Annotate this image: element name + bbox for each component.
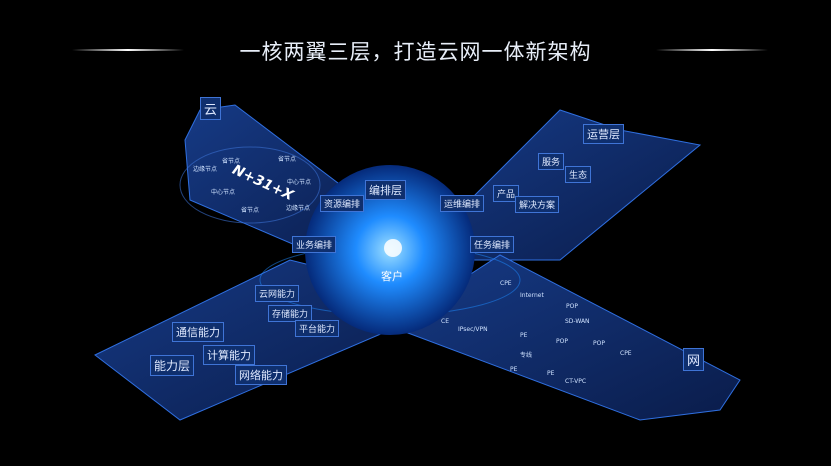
ops-item: 产品 [493, 185, 520, 202]
node: 边缘节点 [193, 166, 218, 173]
customer-label: 客户 [381, 270, 403, 283]
cloud-sign: 云 [200, 97, 222, 120]
tag-resource: 资源编排 [320, 195, 365, 212]
ops-item: 生态 [565, 166, 592, 183]
page-title: 一核两翼三层，打造云网一体新架构 [239, 40, 592, 64]
customer-icon [384, 239, 402, 257]
capability-item: 云网能力 [255, 285, 300, 302]
router-node: POP [556, 338, 568, 345]
router-node: PE [510, 366, 518, 373]
router-node: POP [566, 303, 578, 310]
node: 中心节点 [211, 189, 236, 196]
capability-sign: 能力层 [150, 355, 195, 376]
network-sign: 网 [683, 348, 705, 371]
node: 省节点 [222, 158, 241, 165]
node: 边缘节点 [286, 205, 311, 212]
orchestration-layer: 编排层 [365, 180, 406, 200]
tag-task: 任务编排 [470, 236, 515, 253]
network-cloud: CT-VPC [565, 378, 587, 385]
network-cloud: IPsec/VPN [458, 326, 488, 333]
title-line-left [72, 49, 184, 51]
network-cloud: CPE [620, 350, 632, 357]
network-cloud: 专线 [520, 352, 533, 359]
router-node: POP [593, 340, 605, 347]
network-cloud: SD-WAN [565, 318, 590, 325]
ops-sign: 运营层 [583, 124, 624, 144]
capability-item: 平台能力 [295, 320, 340, 337]
ring [179, 146, 321, 224]
network-cloud: Internet [520, 292, 544, 299]
node: 中心节点 [287, 179, 312, 186]
capability-item: 网络能力 [235, 365, 287, 385]
router-node: CPE [500, 280, 512, 287]
capability-item: 存储能力 [268, 305, 313, 322]
tag-ops: 运维编排 [440, 195, 485, 212]
ops-item: 解决方案 [515, 196, 560, 213]
node: 省节点 [278, 156, 297, 163]
capability-item: 通信能力 [172, 322, 224, 342]
router-node: CE [441, 318, 449, 325]
ops-item: 服务 [538, 153, 565, 170]
capability-item: 计算能力 [203, 345, 255, 365]
node: 省节点 [241, 207, 260, 214]
tag-business: 业务编排 [292, 236, 337, 253]
router-node: PE [520, 332, 528, 339]
title-line-right [656, 49, 768, 51]
router-node: PE [547, 370, 555, 377]
